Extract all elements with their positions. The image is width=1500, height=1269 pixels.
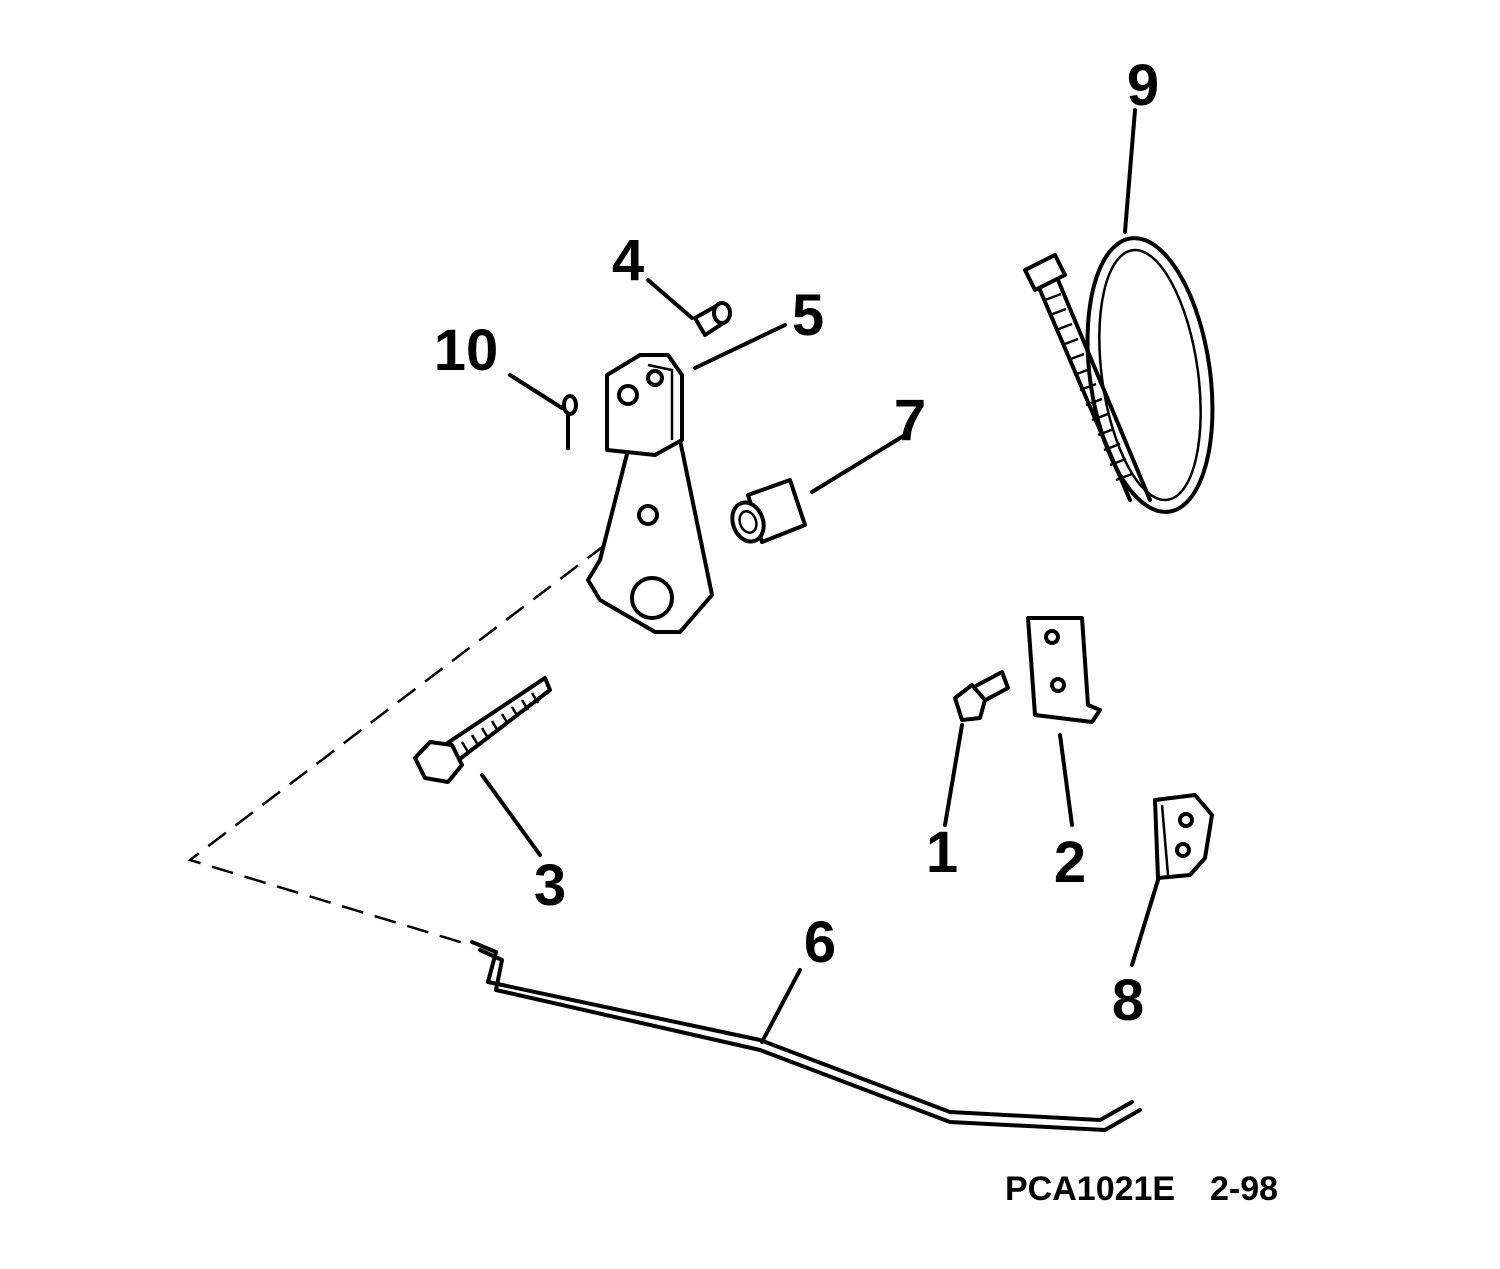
callout-5: 5	[792, 283, 824, 348]
bolt-part	[413, 676, 552, 784]
assembly-guide-lines	[187, 544, 606, 947]
leader-lines	[480, 108, 1160, 1044]
callout-8: 8	[1112, 968, 1144, 1033]
callout-7: 7	[894, 388, 926, 453]
callout-labels: 1 2 3 4 5 6 7 8 9 10	[434, 53, 1159, 1033]
callout-6: 6	[804, 910, 836, 975]
plate-part	[1026, 616, 1102, 724]
callout-1: 1	[926, 820, 958, 885]
screw-part	[953, 670, 1010, 722]
callout-3: 3	[534, 853, 566, 918]
bushing-part	[730, 478, 807, 544]
callout-4: 4	[612, 228, 644, 293]
pin-part	[693, 301, 732, 337]
throttle-arm-part	[586, 353, 714, 634]
clip-part	[1153, 793, 1214, 880]
cotter-pin-part	[562, 394, 578, 450]
callout-10: 10	[434, 318, 499, 383]
callout-2: 2	[1054, 830, 1086, 895]
callout-9: 9	[1127, 53, 1159, 118]
link-rod-part	[470, 940, 1142, 1132]
figure-code: PCA1021E	[1005, 1170, 1175, 1208]
figure-date: 2-98	[1210, 1170, 1278, 1208]
figure-caption: PCA1021E 2-98	[1005, 1170, 1278, 1208]
hose-clamp-part	[1023, 236, 1215, 514]
